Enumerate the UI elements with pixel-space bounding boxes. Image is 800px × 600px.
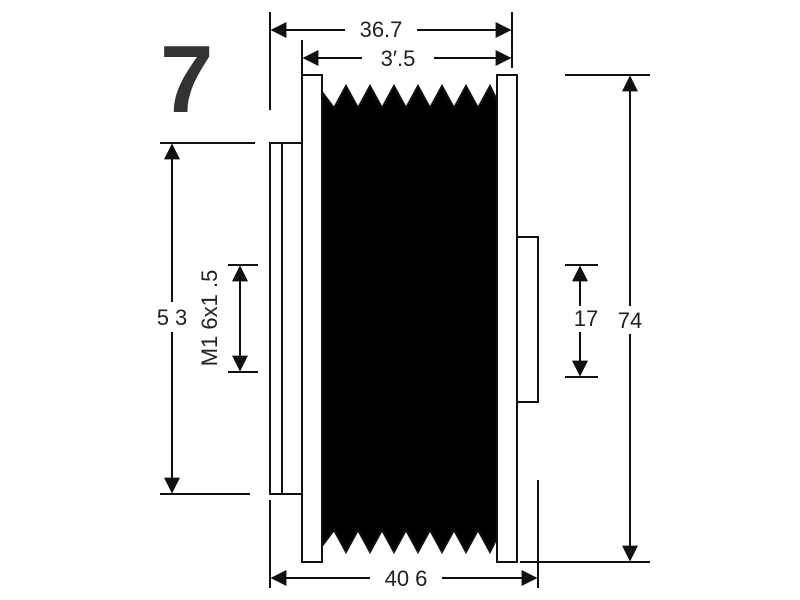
- overall-width-label: 36.7: [360, 17, 403, 42]
- dim-groove-width: 3′.5: [302, 45, 512, 71]
- dim-outer-diameter: 74: [612, 75, 648, 562]
- left-hub: [269, 142, 305, 495]
- dim-thread: M1 6x1 .5: [197, 265, 248, 372]
- variant-number: 7: [160, 26, 213, 133]
- groove-width-label: 3′.5: [381, 46, 416, 71]
- extension-lines: [160, 12, 650, 588]
- boss-diameter-label: 17: [574, 306, 598, 331]
- right-flange: [496, 74, 518, 563]
- dim-hub-diameter: 5 3: [152, 143, 192, 494]
- dim-base-width: 40 6: [270, 564, 538, 592]
- pulley-body: [269, 74, 539, 563]
- dim-overall-width: 36.7: [270, 17, 512, 42]
- grooved-belt: [321, 83, 498, 555]
- thread-label: M1 6x1 .5: [197, 270, 222, 367]
- dim-boss-diameter: 17: [570, 265, 598, 377]
- base-width-label: 40 6: [385, 566, 428, 591]
- outer-diameter-label: 74: [618, 308, 642, 333]
- hub-diameter-label: 5 3: [157, 305, 188, 330]
- left-flange: [301, 74, 323, 563]
